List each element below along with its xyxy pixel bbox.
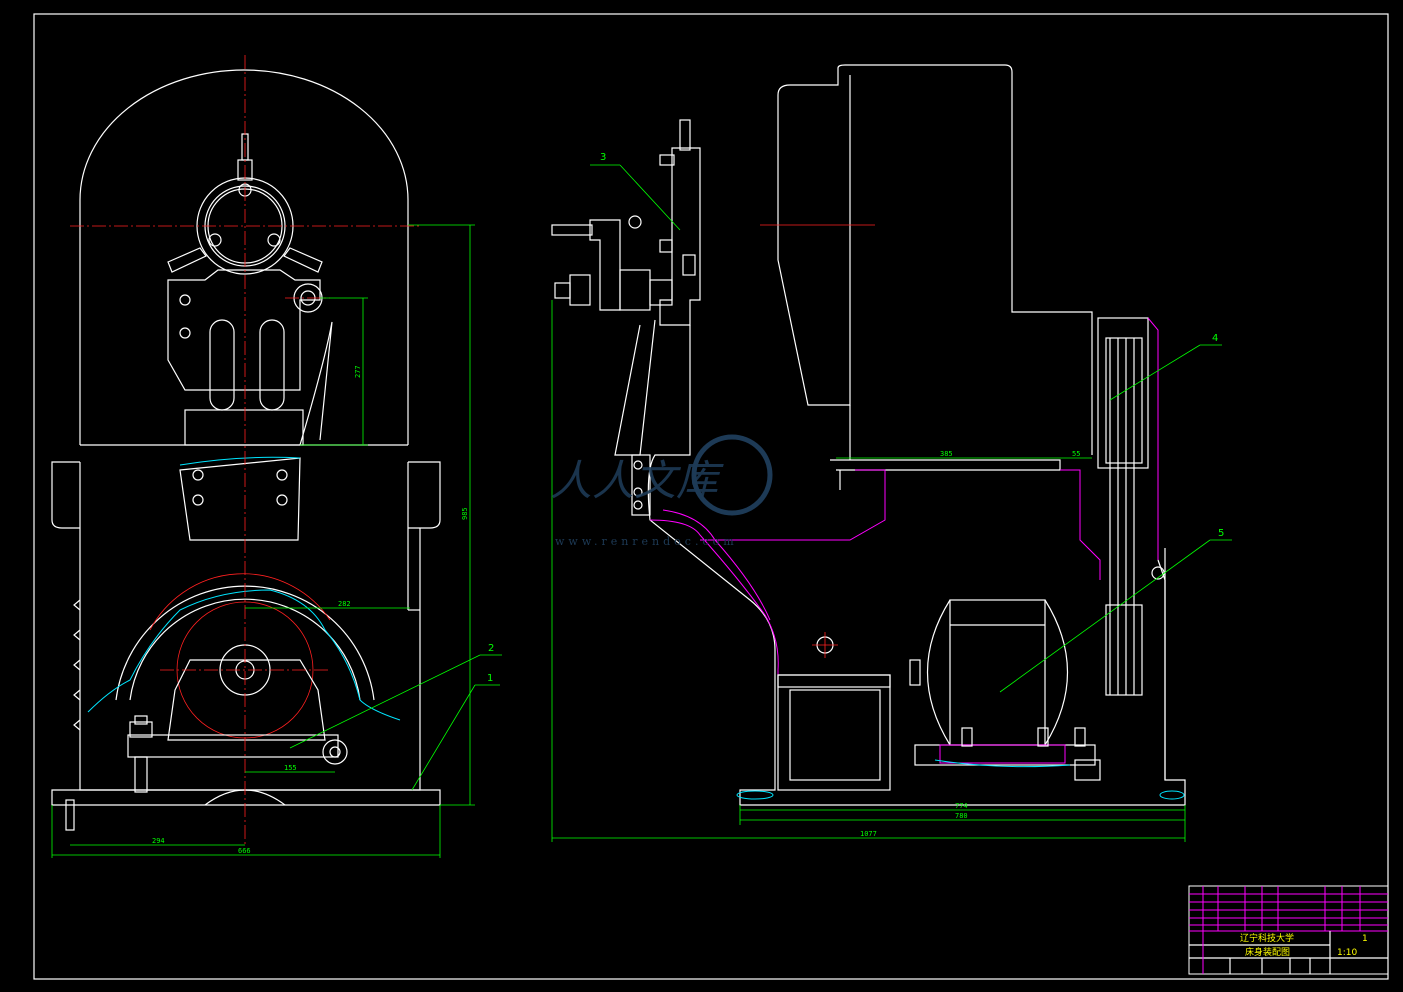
part-label-4: 4 [1212, 333, 1218, 344]
title-block: 辽宁科技大学 床身装配图 1:10 1 [1188, 885, 1389, 975]
side-view-dimensions: 385 55 774 780 1077 3 4 5 [600, 152, 1224, 838]
title-scale: 1:10 [1337, 948, 1357, 958]
title-sheet: 1 [1362, 934, 1368, 944]
dim-base-outer: 780 [955, 812, 968, 820]
front-view [51, 55, 502, 858]
title-university: 辽宁科技大学 [1240, 932, 1294, 944]
part-label-2: 2 [488, 643, 494, 654]
dim-base-inner: 774 [955, 802, 968, 810]
dim-half-width: 294 [152, 837, 165, 845]
front-view-dimensions: 985 277 282 155 294 666 2 1 [152, 365, 494, 855]
watermark-url: www.renrendoc.com [555, 535, 738, 548]
drawing-border [33, 13, 1389, 980]
dim-height-total: 985 [461, 507, 469, 520]
part-label-3: 3 [600, 152, 606, 163]
part-label-5: 5 [1218, 528, 1224, 539]
dim-length-total: 1077 [860, 830, 877, 838]
dim-width-total: 666 [238, 847, 251, 855]
dim-bolt-offset: 155 [284, 764, 297, 772]
side-view [551, 64, 1232, 842]
watermark-text: 人人文库 [550, 456, 724, 505]
part-label-1: 1 [487, 673, 493, 684]
dim-gap: 55 [1072, 450, 1080, 458]
dim-height-upper: 277 [354, 365, 362, 378]
dim-wheel-offset: 282 [338, 600, 351, 608]
watermark: 人人文库 www.renrendoc.com [550, 434, 773, 548]
title-drawing-name: 床身装配图 [1245, 946, 1290, 958]
dim-column-depth: 385 [940, 450, 953, 458]
